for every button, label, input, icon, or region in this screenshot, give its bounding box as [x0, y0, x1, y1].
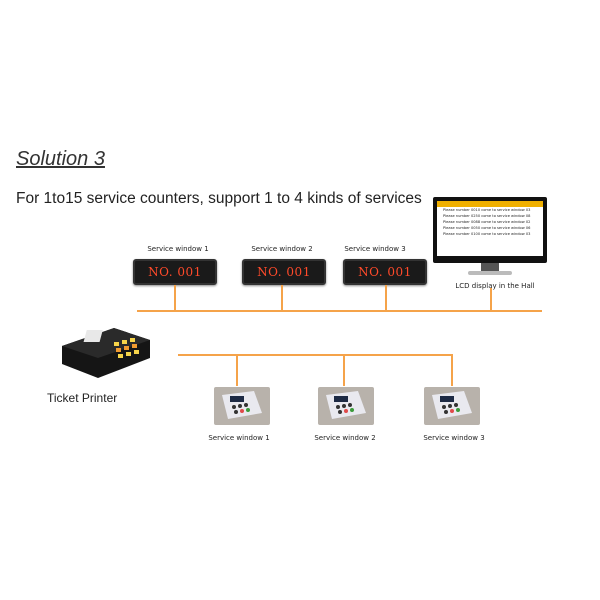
keypad-3-label: Service window 3: [423, 434, 485, 442]
lcd-row: Please number 0010 come to service windo…: [443, 208, 531, 212]
led-2-connector: [281, 285, 283, 311]
bottom-bus-line: [178, 354, 452, 356]
top-bus-line: [137, 310, 542, 312]
keypad-3-image: [424, 387, 480, 425]
led-window-1-display: NO. 001: [133, 259, 217, 285]
led-window-3-text: NO. 001: [358, 265, 412, 279]
keypad-icon: [432, 391, 472, 419]
keypad-2-connector: [343, 354, 345, 386]
led-window-1-text: NO. 001: [148, 265, 202, 279]
lcd-label: LCD display in the Hall: [455, 282, 535, 290]
lcd-monitor: Please number 0010 come to service windo…: [433, 197, 547, 263]
keypad-icon: [326, 391, 366, 419]
led-window-2-display: NO. 001: [242, 259, 326, 285]
keypad-1-connector: [236, 354, 238, 386]
led-window-3-label: Service window 3: [344, 245, 406, 253]
lcd-screen: Please number 0010 come to service windo…: [437, 201, 543, 256]
ticket-printer-label: Ticket Printer: [47, 391, 118, 405]
lcd-stand-base: [468, 271, 512, 275]
ticket-printer-image: [52, 318, 157, 384]
solution-subtitle: For 1to15 service counters, support 1 to…: [16, 190, 422, 207]
led-window-2-label: Service window 2: [251, 245, 313, 253]
led-window-2-text: NO. 001: [257, 265, 311, 279]
keypad-icon: [222, 391, 262, 419]
solution-title: Solution 3: [16, 148, 105, 170]
keypad-2-label: Service window 2: [314, 434, 376, 442]
led-window-1-label: Service window 1: [147, 245, 209, 253]
lcd-row: Please number 0050 come to service windo…: [443, 226, 531, 230]
keypad-2-image: [318, 387, 374, 425]
lcd-stand-neck: [481, 263, 499, 271]
lcd-row: Please number 0250 come to service windo…: [443, 214, 531, 218]
led-window-3-display: NO. 001: [343, 259, 427, 285]
led-1-connector: [174, 285, 176, 311]
keypad-1-image: [214, 387, 270, 425]
keypad-1-label: Service window 1: [208, 434, 270, 442]
lcd-connector: [490, 288, 492, 311]
led-3-connector: [385, 285, 387, 311]
keypad-3-connector: [451, 354, 453, 386]
lcd-row: Please number 0088 come to service windo…: [443, 220, 531, 224]
lcd-row: Please number 0100 come to service windo…: [443, 232, 531, 236]
lcd-screen-header: [437, 201, 543, 207]
